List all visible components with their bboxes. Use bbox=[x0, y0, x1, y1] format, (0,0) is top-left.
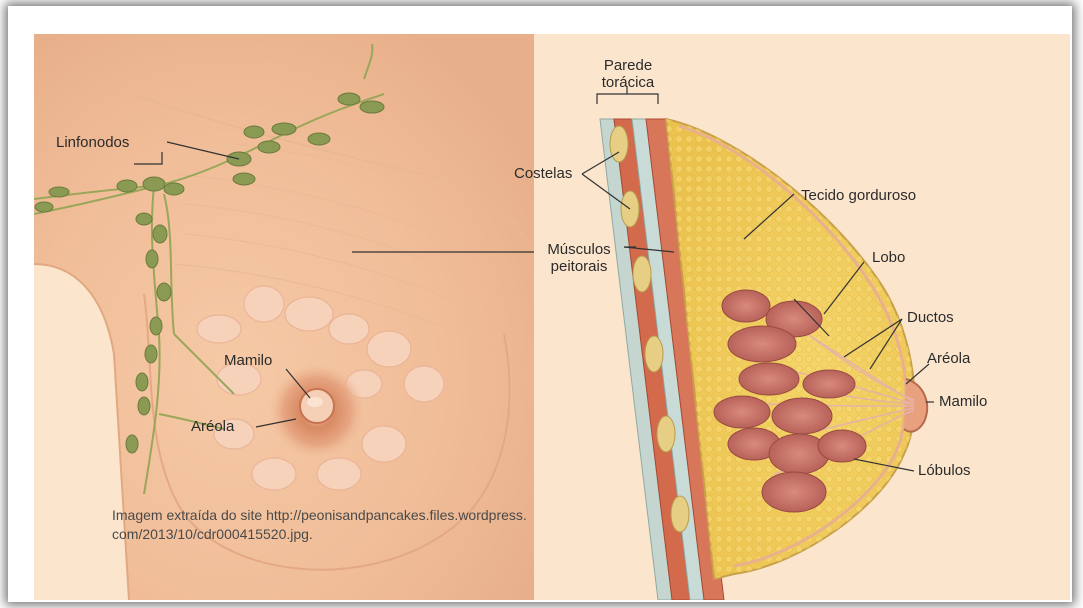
label-mamilo-right: Mamilo bbox=[939, 393, 987, 410]
credit-line-1: Imagem extraída do site http://peonisand… bbox=[112, 506, 672, 525]
label-musculos: Músculos bbox=[547, 241, 610, 258]
label-tecido-gorduroso: Tecido gorduroso bbox=[801, 187, 916, 204]
label-musculos-peitorais: Músculos peitorais bbox=[534, 241, 624, 275]
image-frame: Parede torácica Linfonodos Costelas Teci… bbox=[8, 6, 1072, 602]
label-parede: Parede bbox=[604, 57, 652, 74]
label-mamilo-left: Mamilo bbox=[224, 352, 272, 369]
breast-anatomy-illustration: Parede torácica Linfonodos Costelas Teci… bbox=[34, 34, 1070, 600]
label-areola-right: Aréola bbox=[927, 350, 970, 367]
label-ductos: Ductos bbox=[907, 309, 954, 326]
label-lobo: Lobo bbox=[872, 249, 905, 266]
label-lobulos: Lóbulos bbox=[918, 462, 971, 479]
label-linfonodos: Linfonodos bbox=[56, 134, 129, 151]
credit-line-2: com/2013/10/cdr000415520.jpg. bbox=[112, 525, 672, 544]
label-areola-left: Aréola bbox=[191, 418, 234, 435]
image-credit: Imagem extraída do site http://peonisand… bbox=[112, 506, 672, 544]
label-peitorais: peitorais bbox=[551, 258, 608, 275]
label-parede-toracica: Parede torácica bbox=[590, 57, 666, 91]
label-costelas: Costelas bbox=[514, 165, 572, 182]
label-toracica: torácica bbox=[602, 74, 655, 91]
